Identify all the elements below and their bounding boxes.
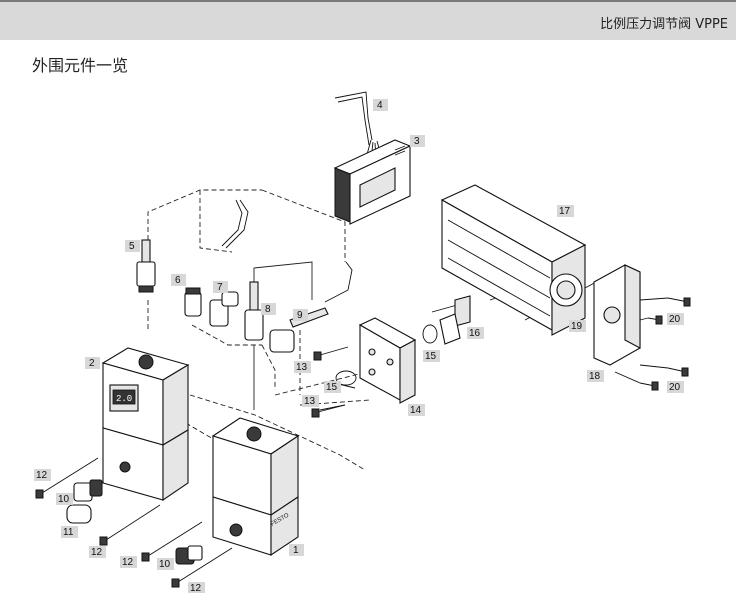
svg-text:4: 4 bbox=[377, 100, 383, 111]
fitting-10-right bbox=[175, 545, 203, 565]
callout-12a: 12 bbox=[34, 469, 51, 481]
header-bar: 比例压力调节阀 VPPE bbox=[0, 0, 736, 40]
screws-12 bbox=[35, 457, 233, 588]
display-readout: 2.0 bbox=[116, 394, 132, 404]
callout-10a: 10 bbox=[56, 493, 73, 505]
svg-text:15: 15 bbox=[425, 351, 437, 362]
callout-15a: 15 bbox=[423, 350, 440, 362]
callout-13a: 13 bbox=[294, 361, 311, 373]
svg-text:13: 13 bbox=[296, 362, 308, 373]
callout-18: 18 bbox=[587, 370, 604, 382]
callout-labels: 1 2 3 4 5 6 7 8 9 10 10 11 12 12 12 12 1… bbox=[34, 99, 684, 593]
svg-text:2: 2 bbox=[89, 358, 95, 369]
page-title: 外围元件一览 bbox=[32, 56, 129, 75]
svg-text:9: 9 bbox=[297, 310, 303, 321]
svg-text:10: 10 bbox=[159, 559, 171, 570]
svg-text:10: 10 bbox=[58, 494, 70, 505]
callout-19: 19 bbox=[569, 320, 586, 332]
o-rings-15 bbox=[335, 324, 438, 386]
callout-15b: 15 bbox=[324, 381, 341, 393]
connector-6 bbox=[184, 287, 202, 317]
svg-text:12: 12 bbox=[91, 547, 103, 558]
svg-text:1: 1 bbox=[293, 545, 299, 556]
svg-text:15: 15 bbox=[326, 382, 338, 393]
svg-text:8: 8 bbox=[265, 304, 271, 315]
slide-unit-17 bbox=[440, 184, 587, 336]
callout-5: 5 bbox=[125, 240, 140, 252]
svg-text:5: 5 bbox=[129, 241, 135, 252]
svg-text:3: 3 bbox=[414, 136, 420, 147]
screws-20 bbox=[639, 297, 691, 391]
svg-text:11: 11 bbox=[63, 527, 74, 538]
svg-text:12: 12 bbox=[36, 470, 48, 481]
callout-17: 17 bbox=[557, 205, 574, 217]
fitting-10-left bbox=[73, 479, 103, 502]
cable-connector-5 bbox=[136, 239, 156, 293]
svg-text:19: 19 bbox=[571, 321, 583, 332]
svg-text:17: 17 bbox=[559, 206, 571, 217]
svg-text:13: 13 bbox=[304, 396, 316, 407]
connector-8 bbox=[244, 281, 264, 341]
screws-13 bbox=[311, 346, 349, 418]
coupling-16 bbox=[439, 295, 471, 345]
sub-base-plate-14 bbox=[358, 317, 417, 404]
callout-11: 11 bbox=[61, 526, 78, 538]
callout-4: 4 bbox=[373, 99, 388, 111]
callout-16: 16 bbox=[467, 327, 484, 339]
svg-text:7: 7 bbox=[217, 282, 223, 293]
callout-1: 1 bbox=[289, 544, 304, 556]
svg-text:6: 6 bbox=[175, 275, 181, 286]
callout-20b: 20 bbox=[667, 381, 684, 393]
callout-12b: 12 bbox=[89, 546, 106, 558]
callout-20a: 20 bbox=[667, 313, 684, 325]
callout-9: 9 bbox=[293, 309, 308, 321]
product-title: 比例压力调节阀 VPPE bbox=[600, 17, 728, 32]
adapter-plate-18 bbox=[593, 264, 641, 366]
callout-12d: 12 bbox=[188, 582, 205, 593]
callout-7: 7 bbox=[213, 281, 228, 293]
silencer-11 bbox=[66, 504, 92, 524]
connector-7 bbox=[209, 291, 239, 327]
svg-text:12: 12 bbox=[190, 583, 202, 593]
svg-text:20: 20 bbox=[669, 382, 681, 393]
cable-sockets-5-9 bbox=[221, 199, 353, 303]
callout-13b: 13 bbox=[302, 395, 319, 407]
callout-8: 8 bbox=[261, 303, 276, 315]
connector-9 bbox=[269, 307, 329, 353]
svg-text:20: 20 bbox=[669, 314, 681, 325]
callout-3: 3 bbox=[410, 135, 425, 147]
callout-10b: 10 bbox=[157, 558, 174, 570]
svg-text:14: 14 bbox=[410, 405, 422, 416]
valve-body-1: FESTO bbox=[211, 417, 300, 557]
cable-4 bbox=[334, 91, 382, 161]
callout-2: 2 bbox=[85, 357, 100, 369]
callout-12c: 12 bbox=[120, 556, 137, 568]
svg-text:18: 18 bbox=[589, 371, 601, 382]
callout-6: 6 bbox=[171, 274, 186, 286]
svg-text:16: 16 bbox=[469, 328, 481, 339]
svg-text:12: 12 bbox=[122, 557, 134, 568]
callout-14: 14 bbox=[408, 404, 425, 416]
setpoint-module-3 bbox=[333, 139, 412, 225]
valve-with-display-2: 2.0 bbox=[101, 347, 190, 502]
